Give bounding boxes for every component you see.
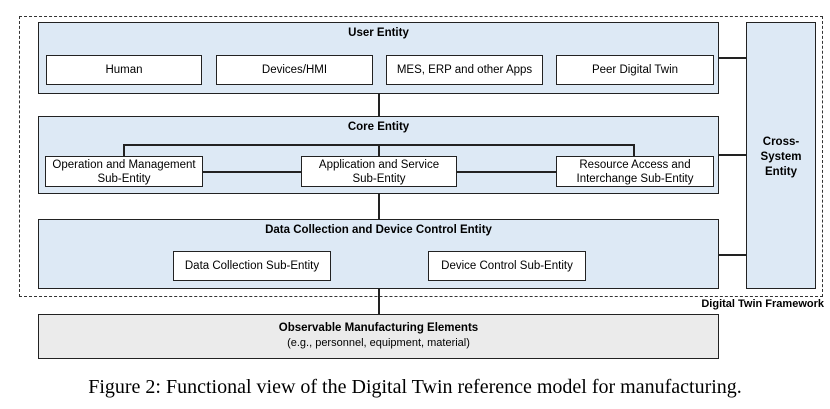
core-connector-mid — [378, 144, 380, 156]
resource-access-sub-entity: Resource Access and Interchange Sub-Enti… — [556, 156, 714, 187]
user-item-human: Human — [46, 55, 202, 85]
core-link-left-mid — [202, 171, 302, 173]
cross-system-entity-box — [746, 22, 816, 289]
core-connector-left — [123, 144, 125, 156]
framework-label: Digital Twin Framework — [701, 298, 824, 310]
application-service-line2: Sub-Entity — [352, 172, 406, 185]
core-connector-right — [633, 144, 635, 156]
cross-system-line1: Cross- — [762, 136, 800, 148]
resource-access-line1: Resource Access and — [579, 158, 691, 171]
core-link-mid-right — [456, 171, 557, 173]
operation-management-line2: Sub-Entity — [97, 172, 151, 185]
figure-caption: Figure 2: Functional view of the Digital… — [88, 376, 742, 398]
operation-management-sub-entity: Operation and Management Sub-Entity — [45, 156, 203, 187]
observable-elements-box: Observable Manufacturing Elements (e.g.,… — [38, 314, 719, 359]
cross-link-core — [719, 154, 746, 156]
application-service-line1: Application and Service — [318, 158, 440, 171]
data-collection-sub-entity: Data Collection Sub-Entity — [173, 251, 331, 281]
cross-link-user — [719, 57, 746, 59]
device-control-sub-entity: Device Control Sub-Entity — [428, 251, 586, 281]
cross-system-line2: System — [760, 151, 802, 163]
digital-twin-framework-boundary — [19, 16, 823, 297]
observable-title: Observable Manufacturing Elements — [278, 322, 479, 334]
application-service-sub-entity: Application and Service Sub-Entity — [301, 156, 457, 187]
user-entity-title: User Entity — [348, 27, 409, 39]
cross-system-line3: Entity — [765, 166, 797, 178]
core-entity-title: Core Entity — [347, 121, 410, 133]
observable-subtitle: (e.g., personnel, equipment, material) — [287, 337, 470, 349]
data-control-entity-box — [38, 219, 719, 289]
user-item-peer-digital-twin: Peer Digital Twin — [556, 55, 714, 85]
user-item-mes-erp-apps: MES, ERP and other Apps — [386, 55, 543, 85]
resource-access-line2: Interchange Sub-Entity — [576, 172, 694, 185]
connector-core-data — [378, 194, 380, 219]
connector-user-core — [378, 94, 380, 116]
user-item-devices-hmi: Devices/HMI — [216, 55, 373, 85]
data-control-entity-title: Data Collection and Device Control Entit… — [265, 224, 492, 236]
operation-management-line1: Operation and Management — [52, 158, 196, 171]
connector-data-observable — [378, 289, 380, 314]
cross-system-entity-title: Cross- System Entity — [746, 135, 816, 180]
cross-link-data — [719, 254, 746, 256]
